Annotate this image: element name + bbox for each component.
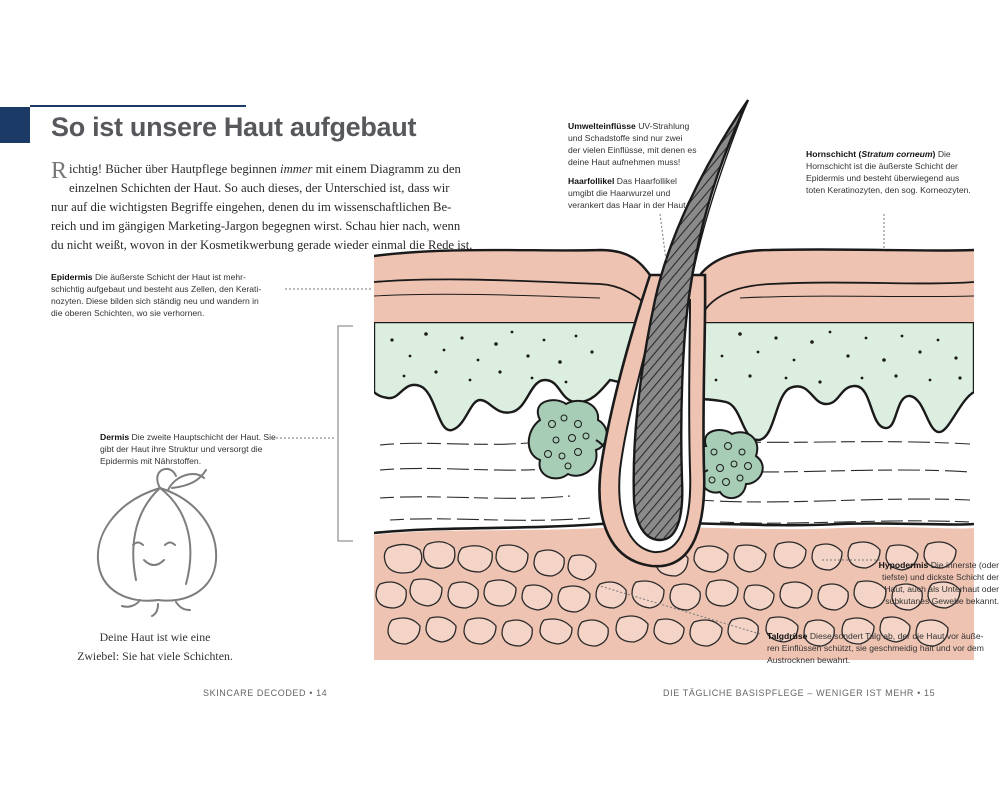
dermis-bracket xyxy=(337,325,353,542)
intro-line-1: ichtig! Bücher über Hautpflege beginnen … xyxy=(69,162,461,176)
leader-lines xyxy=(272,213,885,635)
annotation-hornschicht: Hornschicht (Stratum corneum) Die Hornsc… xyxy=(806,149,971,195)
annotation-talgdruese: Talgdrüse Diese sondert Talg ab, der die… xyxy=(767,631,984,665)
annotation-term: Dermis xyxy=(100,432,130,442)
annotation-term: Hypodermis xyxy=(878,560,929,570)
annotation-epidermis: Epidermis Die äußerste Schicht der Haut … xyxy=(51,272,262,318)
intro-line-4: reich und im gängigen Marketing-Jargon b… xyxy=(51,219,461,233)
footer-left: SKINCARE DECODED • 14 xyxy=(203,688,328,698)
annotation-haarfollikel: Haarfollikel Das Haarfollikel umgibt die… xyxy=(568,176,688,210)
annotation-term: Umwelteinflüsse xyxy=(568,121,636,131)
intro-paragraph: R ichtig! Bücher über Hautpflege beginne… xyxy=(51,158,473,255)
hair-shaft xyxy=(632,99,750,542)
annotation-term: Hornschicht (Stratum corneum) xyxy=(806,149,936,159)
dropcap: R xyxy=(51,158,68,184)
annotation-term: Haarfollikel xyxy=(568,176,615,186)
annotation-term: Talgdrüse xyxy=(767,631,808,641)
annotation-dermis: Dermis Die zweite Hauptschicht der Haut.… xyxy=(100,432,276,466)
intro-line-3: nur auf die wichtigsten Begriffe eingehe… xyxy=(51,200,452,214)
intro-line-5: du nicht weißt, wovon in der Kosmetikwer… xyxy=(51,238,473,252)
annotation-hypodermis: Hypodermis Die innerste (oder tiefste) u… xyxy=(878,560,999,606)
annotation-term: Epidermis xyxy=(51,272,93,282)
page-title: So ist unsere Haut aufgebaut xyxy=(51,112,417,142)
intro-line-2: einzelnen Schichten der Haut. So auch di… xyxy=(69,181,450,195)
onion-illustration xyxy=(96,467,218,617)
accent-bar xyxy=(0,107,30,143)
accent-line xyxy=(30,105,246,107)
annotation-umwelteinfluesse: Umwelteinflüsse UV-Strahlung und Schadst… xyxy=(568,121,697,167)
onion-caption: Deine Haut ist wie eine Zwiebel: Sie hat… xyxy=(77,630,233,663)
footer-right: DIE TÄGLICHE BASISPFLEGE – WENIGER IST M… xyxy=(663,688,936,698)
